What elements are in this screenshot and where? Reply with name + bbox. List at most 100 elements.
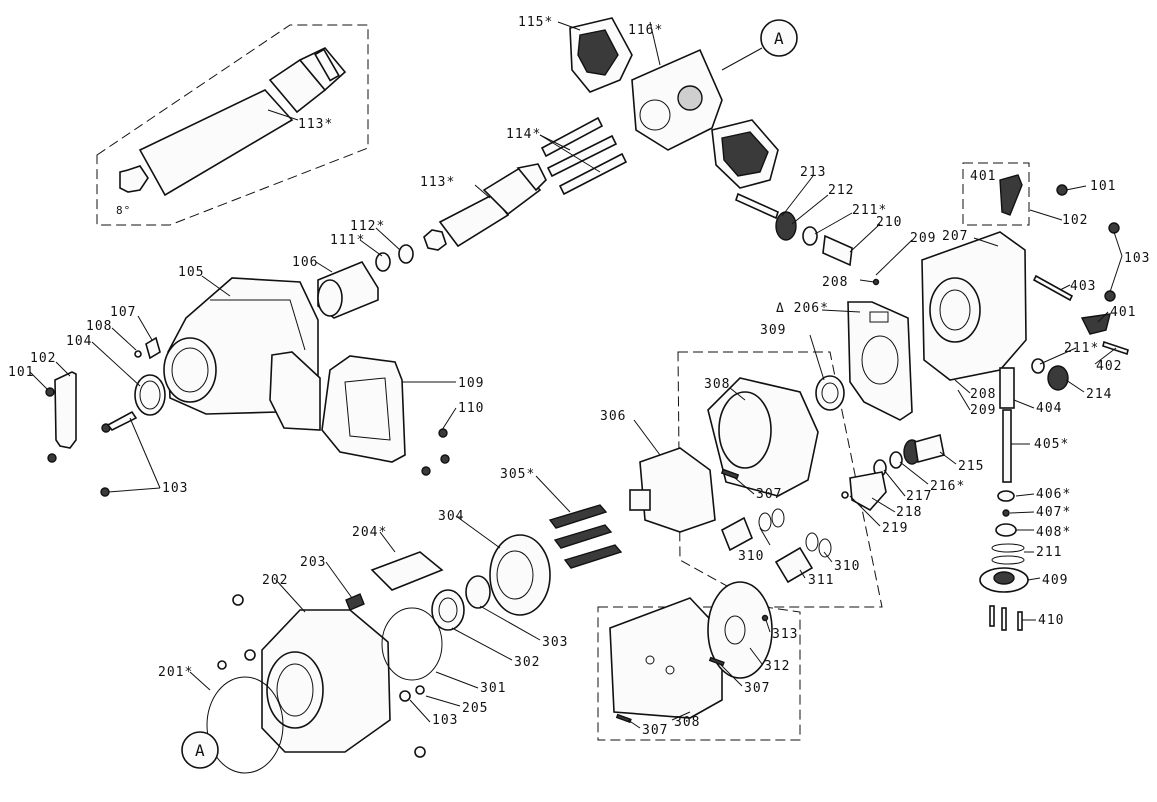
label-410: 410	[1038, 613, 1064, 628]
label-a-top: A	[774, 29, 785, 48]
label-217: 217	[906, 489, 932, 504]
pin-307-b	[708, 656, 725, 667]
label-309: 309	[760, 323, 786, 338]
label-211-top: 211*	[852, 203, 887, 218]
label-102-left: 102	[30, 351, 56, 366]
label-408: 408*	[1036, 525, 1071, 540]
label-214: 214	[1086, 387, 1112, 402]
label-101-left: 101	[8, 365, 34, 380]
bracket-218	[849, 471, 887, 512]
label-203: 203	[300, 555, 326, 570]
label-310-left: 310	[738, 549, 764, 564]
label-202: 202	[262, 573, 288, 588]
label-213: 213	[800, 165, 826, 180]
pins-114	[540, 116, 628, 196]
label-204: 204*	[352, 525, 387, 540]
bearing-302	[431, 589, 465, 631]
label-405: 405*	[1034, 437, 1069, 452]
rear-housing-207	[921, 231, 1027, 381]
label-303: 303	[542, 635, 568, 650]
pin-107	[145, 336, 161, 360]
ring-211-top	[802, 226, 818, 246]
leader-lines	[29, 21, 1123, 729]
label-310-right: 310	[834, 559, 860, 574]
ring-216	[889, 451, 903, 469]
part-408	[995, 523, 1017, 537]
label-307-bottom: 307	[642, 723, 668, 738]
screw-213	[735, 192, 779, 220]
label-301: 301	[480, 681, 506, 696]
gear-212	[775, 211, 797, 241]
label-404: 404	[1036, 401, 1062, 416]
label-207: 207	[942, 229, 968, 244]
label-101-right: 101	[1090, 179, 1116, 194]
fitting-310-left	[720, 508, 785, 552]
part-407	[1002, 509, 1010, 517]
oring-301	[381, 607, 443, 681]
screw-103-right-b	[1104, 290, 1116, 302]
label-304: 304	[438, 509, 464, 524]
label-8deg: 8°	[116, 204, 131, 217]
flange-409	[979, 567, 1029, 593]
label-206: Δ 206*	[776, 301, 829, 316]
box-401-detail	[962, 162, 1030, 226]
knob-214	[1047, 365, 1069, 391]
ring-112	[398, 244, 414, 264]
housing-block-116	[631, 48, 723, 151]
screw-103-shank	[106, 410, 138, 432]
label-305: 305*	[500, 467, 535, 482]
bearing-309	[815, 375, 845, 411]
label-308-bottom: 308	[674, 715, 700, 730]
screw-103-right-a	[1108, 222, 1120, 234]
trigger-401-top	[999, 174, 1023, 216]
label-302: 302	[514, 655, 540, 670]
screws-110	[421, 428, 450, 476]
cushion-115-top	[569, 17, 633, 93]
label-103-right: 103	[1124, 251, 1150, 266]
plate-102-left	[54, 371, 77, 449]
label-218: 218	[896, 505, 922, 520]
label-114: 114*	[506, 127, 541, 142]
label-307-right: 307	[744, 681, 770, 696]
part-406	[997, 490, 1015, 502]
circle-a-top	[760, 19, 798, 57]
label-111: 111*	[330, 233, 365, 248]
label-a-bottom: A	[195, 741, 206, 760]
label-208-top: 208	[822, 275, 848, 290]
ring-303	[465, 575, 491, 609]
pin-307-a	[720, 468, 740, 480]
block-204	[370, 551, 444, 591]
trigger-401-side	[1080, 313, 1111, 335]
endplate-304	[489, 534, 551, 616]
anvil-113	[423, 163, 547, 251]
label-107: 107	[110, 305, 136, 320]
handle-109	[269, 351, 406, 463]
label-103-left: 103	[162, 481, 188, 496]
bushing-106	[317, 261, 379, 319]
label-401-top: 401	[970, 169, 996, 184]
label-409: 409	[1042, 573, 1068, 588]
label-205: 205	[462, 701, 488, 716]
pin-403	[1032, 274, 1074, 302]
cushion-115-lower	[711, 119, 779, 189]
label-211-right: 211*	[1064, 341, 1099, 356]
ring-211-right	[1031, 358, 1045, 374]
label-201: 201*	[158, 665, 193, 680]
label-403: 403	[1070, 279, 1096, 294]
label-312: 312	[764, 659, 790, 674]
label-401-side: 401	[1110, 305, 1136, 320]
label-102-right: 102	[1062, 213, 1088, 228]
label-109: 109	[458, 376, 484, 391]
label-108: 108	[86, 319, 112, 334]
box-113-detail	[96, 24, 369, 226]
blades-305	[548, 504, 623, 569]
label-208-mid: 208	[970, 387, 996, 402]
rear-cap-202	[261, 609, 391, 753]
label-113-detail: 113*	[298, 117, 333, 132]
label-306: 306	[600, 409, 626, 424]
seal-ring-104	[134, 374, 166, 416]
screw-108	[134, 350, 142, 358]
label-112: 112*	[350, 219, 385, 234]
pin-208-top	[872, 278, 880, 286]
